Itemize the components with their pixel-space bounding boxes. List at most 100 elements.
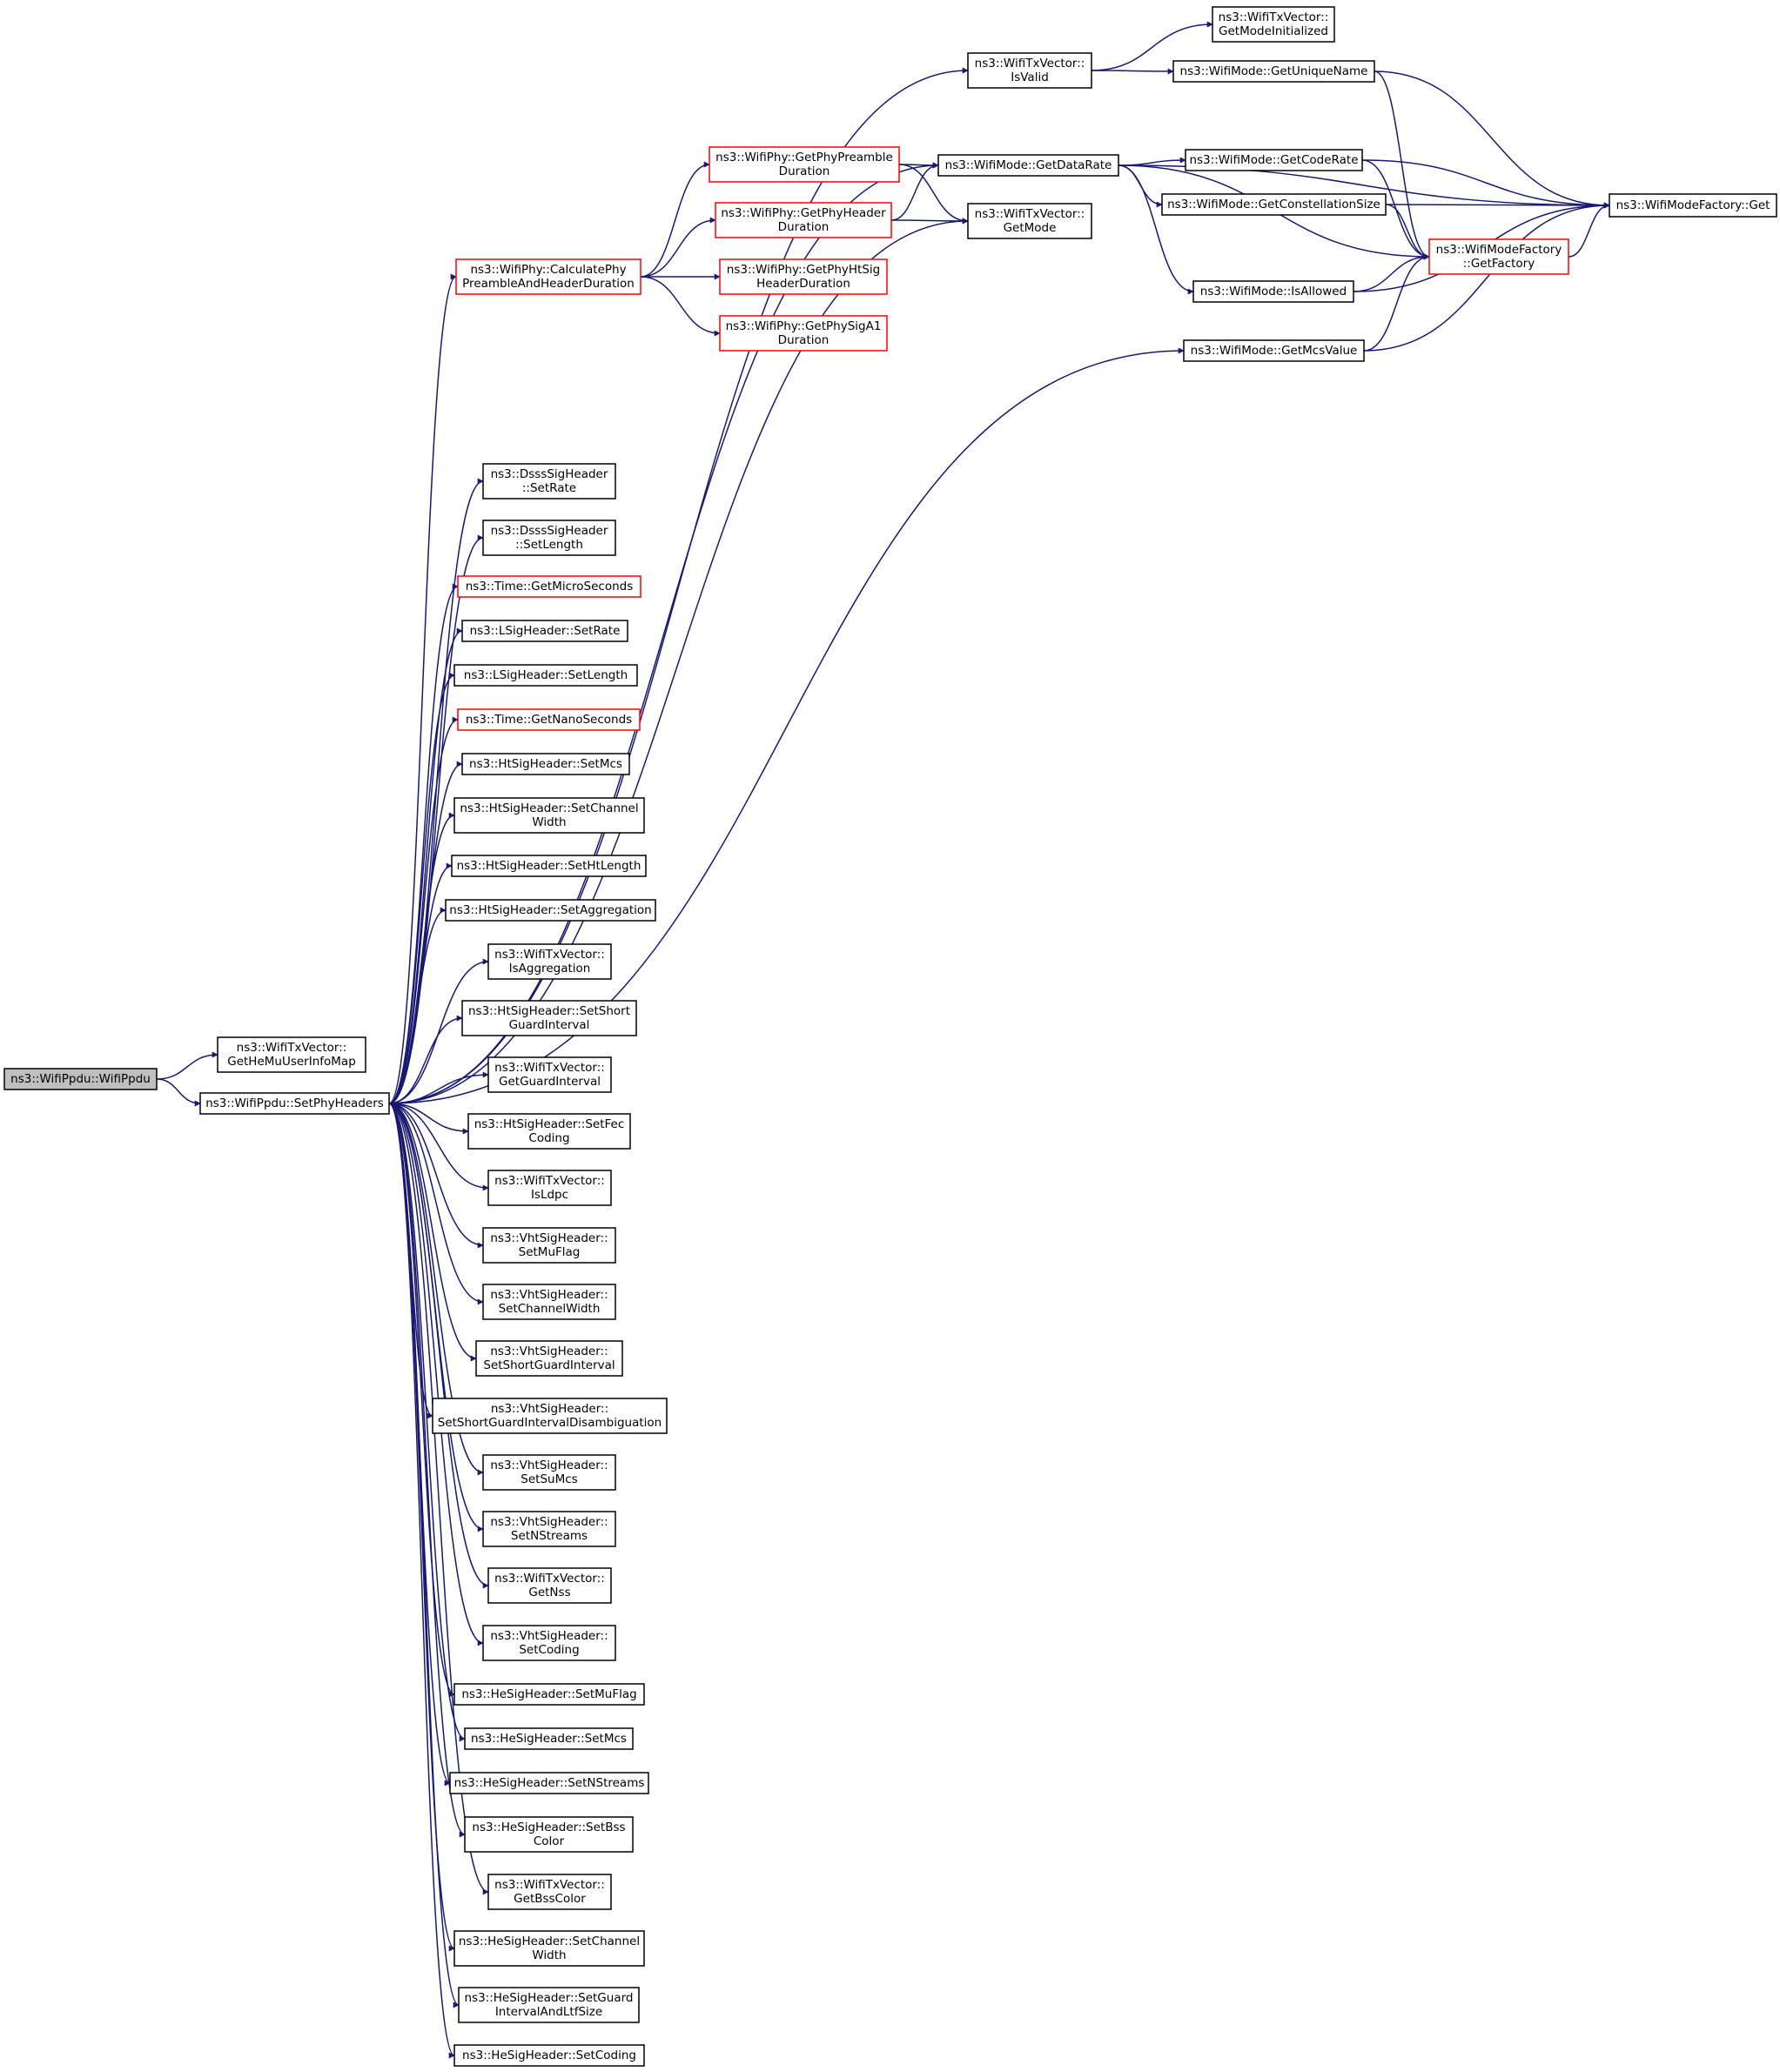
node-getUniqueName[interactable]: ns3::WifiMode::GetUniqueName [1172,60,1375,83]
node-box [482,463,616,500]
node-box [487,1056,612,1093]
node-vhtCod[interactable]: ns3::VhtSigHeader::SetCoding [482,1625,616,1661]
node-root[interactable]: ns3::WifiPpdu::WifiPpdu [3,1068,158,1090]
node-vhtSgiD[interactable]: ns3::VhtSigHeader::SetShortGuardInterval… [432,1398,668,1434]
node-label: ns3::HtSigHeader::SetAggregation [449,903,651,917]
edge-getCodeRate-to-factoryGet [1361,159,1610,209]
node-label: ns3::WifiTxVector:: [494,1061,605,1075]
node-box [1428,238,1569,275]
node-label: ns3::WifiTxVector:: [494,1174,605,1188]
edge-setPhy-to-heGi [388,1103,460,2008]
edge-root-to-setPhy [156,1078,201,1107]
node-getDataRate[interactable]: ns3::WifiMode::GetDataRate [937,154,1119,177]
node-getMcs[interactable]: ns3::WifiMode::GetMcsValue [1183,339,1365,362]
node-lsigRate[interactable]: ns3::LSigHeader::SetRate [461,620,628,642]
node-box [1212,6,1335,43]
node-setPhy[interactable]: ns3::WifiPpdu::SetPhyHeaders [199,1092,390,1115]
node-box [482,1454,616,1491]
node-dsssLen[interactable]: ns3::DsssSigHeader::SetLength [482,520,616,556]
node-label: ns3::WifiModeFactory [1436,243,1562,257]
node-getMode[interactable]: ns3::WifiTxVector::GetMode [967,203,1092,239]
node-label: ns3::HeSigHeader::SetChannel [459,1935,640,1948]
node-vhtSuMcs[interactable]: ns3::VhtSigHeader::SetSuMcs [482,1454,616,1491]
edge-setPhy-to-vhtMu [388,1103,484,1249]
node-isAllowed[interactable]: ns3::WifiMode::IsAllowed [1192,280,1354,303]
node-heNs[interactable]: ns3::HeSigHeader::SetNStreams [449,1772,649,1794]
node-box [1192,280,1354,303]
node-heMcs[interactable]: ns3::HeSigHeader::SetMcs [464,1727,634,1750]
node-heChan[interactable]: ns3::HeSigHeader::SetChannelWidth [453,1930,645,1967]
node-vhtMu[interactable]: ns3::VhtSigHeader::SetMuFlag [482,1227,616,1264]
node-heGi[interactable]: ns3::HeSigHeader::SetGuardIntervalAndLtf… [458,1987,640,2023]
node-getModeInit[interactable]: ns3::WifiTxVector::GetModeInitialized [1212,6,1335,43]
node-isValid[interactable]: ns3::WifiTxVector::IsValid [967,52,1092,89]
node-label: SetShortGuardInterval [483,1358,615,1372]
node-getMicro[interactable]: ns3::Time::GetMicroSeconds [457,575,641,598]
edge-setPhy-to-isAgg [388,958,489,1104]
node-dsssRate[interactable]: ns3::DsssSigHeader::SetRate [482,463,616,500]
node-label: ns3::HeSigHeader::SetMcs [471,1732,627,1746]
node-label: Duration [779,164,830,178]
node-htMcs[interactable]: ns3::HtSigHeader::SetMcs [461,753,630,775]
node-lsigLen[interactable]: ns3::LSigHeader::SetLength [453,664,638,687]
node-box [482,1284,616,1320]
node-label: PreambleAndHeaderDuration [462,277,635,291]
node-label: ns3::WifiPpdu::WifiPpdu [10,1072,151,1086]
node-box [453,664,638,687]
node-label: ns3::HeSigHeader::SetGuard [465,1991,634,2005]
node-getNss[interactable]: ns3::WifiTxVector::GetNss [487,1567,612,1604]
node-box [453,1683,645,1706]
node-label: GetMode [1004,221,1057,235]
node-label: GuardInterval [509,1018,590,1032]
node-heMu[interactable]: ns3::HeSigHeader::SetMuFlag [453,1683,645,1706]
node-box [432,1398,668,1434]
node-box [451,855,647,877]
node-htChan[interactable]: ns3::HtSigHeader::SetChannelWidth [453,797,645,834]
node-label: ns3::WifiTxVector:: [494,1878,605,1892]
node-label: SetShortGuardIntervalDisambiguation [438,1416,662,1430]
edge-setPhy-to-htFec [388,1103,469,1135]
node-vhtNs[interactable]: ns3::VhtSigHeader::SetNStreams [482,1511,616,1547]
node-label: ns3::WifiMode::GetConstellationSize [1167,198,1380,211]
edge-setPhy-to-vhtChan [388,1103,484,1305]
node-box [482,1227,616,1264]
node-label: ns3::WifiPhy::GetPhyPreamble [715,151,893,164]
edge-setPhy-to-getNss [388,1103,489,1589]
node-label: ns3::WifiPpdu::SetPhyHeaders [205,1096,384,1110]
node-getGi[interactable]: ns3::WifiTxVector::GetGuardInterval [487,1056,612,1093]
node-htLen[interactable]: ns3::HtSigHeader::SetHtLength [451,855,647,877]
node-vhtChan[interactable]: ns3::VhtSigHeader::SetChannelWidth [482,1284,616,1320]
edge-setPhy-to-isLdpc [388,1103,489,1191]
node-getBss[interactable]: ns3::WifiTxVector::GetBssColor [487,1874,612,1910]
edge-setPhy-to-heMcs [388,1103,466,1742]
node-label: ns3::VhtSigHeader:: [490,1344,608,1358]
node-factoryGet[interactable]: ns3::WifiModeFactory::Get [1609,193,1777,218]
node-heCod[interactable]: ns3::HeSigHeader::SetCoding [453,2044,645,2067]
node-getCodeRate[interactable]: ns3::WifiMode::GetCodeRate [1185,149,1363,171]
node-getConst[interactable]: ns3::WifiMode::GetConstellationSize [1161,193,1387,216]
node-box [967,52,1092,89]
node-isLdpc[interactable]: ns3::WifiTxVector::IsLdpc [487,1170,612,1206]
node-box [453,2044,645,2067]
node-label: ::GetFactory [1463,257,1535,271]
node-box [461,620,628,642]
node-getFactory[interactable]: ns3::WifiModeFactory::GetFactory [1428,238,1569,275]
node-label: GetHeMuUserInfoMap [227,1055,356,1069]
node-htSgi[interactable]: ns3::HtSigHeader::SetShortGuardInterval [461,1000,637,1036]
node-label: IsLdpc [531,1188,568,1202]
node-getHeMu[interactable]: ns3::WifiTxVector::GetHeMuUserInfoMap [217,1036,366,1073]
edge-setPhy-to-htAgg [388,907,447,1104]
node-calcPre[interactable]: ns3::WifiPhy::CalculatePhyPreambleAndHea… [455,258,641,295]
node-htAgg[interactable]: ns3::HtSigHeader::SetAggregation [445,899,656,922]
node-box [453,1930,645,1967]
node-vhtSgi[interactable]: ns3::VhtSigHeader::SetShortGuardInterval [475,1340,623,1377]
node-isAgg[interactable]: ns3::WifiTxVector::IsAggregation [487,943,612,980]
node-box [487,943,612,980]
node-getNano[interactable]: ns3::Time::GetNanoSeconds [457,708,641,731]
